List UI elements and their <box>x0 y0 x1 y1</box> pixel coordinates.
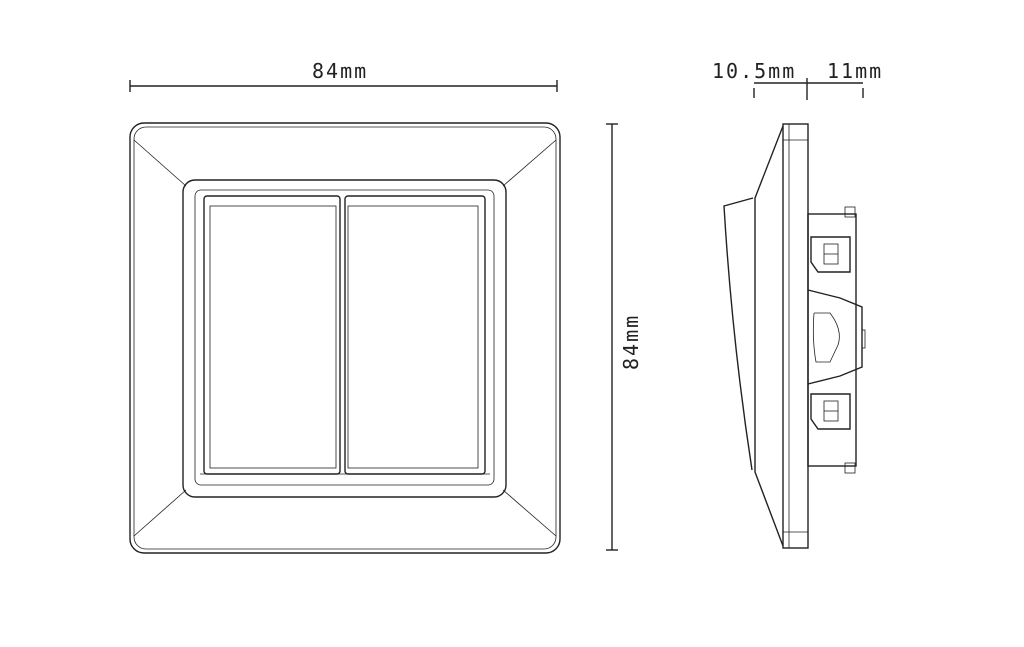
front-depth-label: 10.5mm <box>712 59 796 83</box>
height-label: 84mm <box>619 314 643 370</box>
side-view <box>723 123 866 549</box>
rocker-profile <box>723 197 754 471</box>
height-dimension: 84mm <box>606 123 643 551</box>
left-rocker-button <box>203 195 341 475</box>
width-label: 84mm <box>312 59 368 83</box>
width-dimension: 84mm <box>129 59 558 92</box>
back-depth-label: 11mm <box>827 59 883 83</box>
front-view <box>129 122 561 554</box>
right-rocker-button <box>344 195 486 475</box>
depth-dimension: 10.5mm 11mm <box>712 59 883 100</box>
